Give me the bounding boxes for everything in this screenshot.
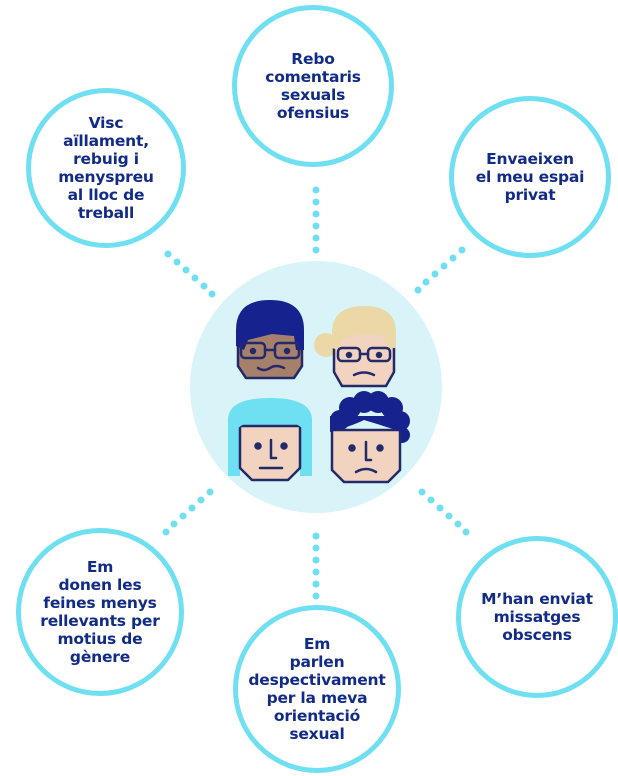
- connector-top-right: [414, 246, 466, 294]
- bubble-sexual-orientation: Em parlen despectivament per la meva ori…: [233, 605, 401, 773]
- bubble-obscene-messages-text: M’han enviat missatges obscens: [481, 590, 593, 644]
- connector-bottom-left: [162, 488, 214, 536]
- face-glasses-blonde-icon: [314, 306, 396, 388]
- bubble-isolation-rejection-text: Visc aïllament, rebuig i menyspreu al ll…: [58, 114, 154, 222]
- bubble-offensive-comments: Rebo comentaris sexuals ofensius: [232, 5, 394, 167]
- connector-bottom: [312, 532, 320, 600]
- bubble-obscene-messages: M’han enviat missatges obscens: [456, 536, 618, 698]
- dotted-connectors: [162, 186, 470, 600]
- center-circle: [190, 261, 442, 513]
- connector-bottom-right: [418, 488, 470, 536]
- connector-top-left: [164, 250, 216, 298]
- bubble-sexual-orientation-text: Em parlen despectivament per la meva ori…: [248, 635, 386, 743]
- bubble-private-space-text: Envaeixen el meu espai privat: [475, 150, 585, 204]
- bubble-less-relevant-tasks-text: Em donen les feines menys rellevants per…: [40, 558, 160, 666]
- bubble-offensive-comments-text: Rebo comentaris sexuals ofensius: [265, 50, 361, 122]
- bubble-isolation-rejection: Visc aïllament, rebuig i menyspreu al ll…: [26, 88, 186, 248]
- bubble-less-relevant-tasks: Em donen les feines menys rellevants per…: [16, 528, 184, 696]
- face-cyan-hair-icon: [228, 398, 312, 482]
- connector-top: [312, 186, 320, 254]
- face-curly-hair-icon: [330, 391, 410, 484]
- face-glasses-dark-icon: [236, 300, 304, 380]
- bubble-private-space: Envaeixen el meu espai privat: [449, 96, 611, 258]
